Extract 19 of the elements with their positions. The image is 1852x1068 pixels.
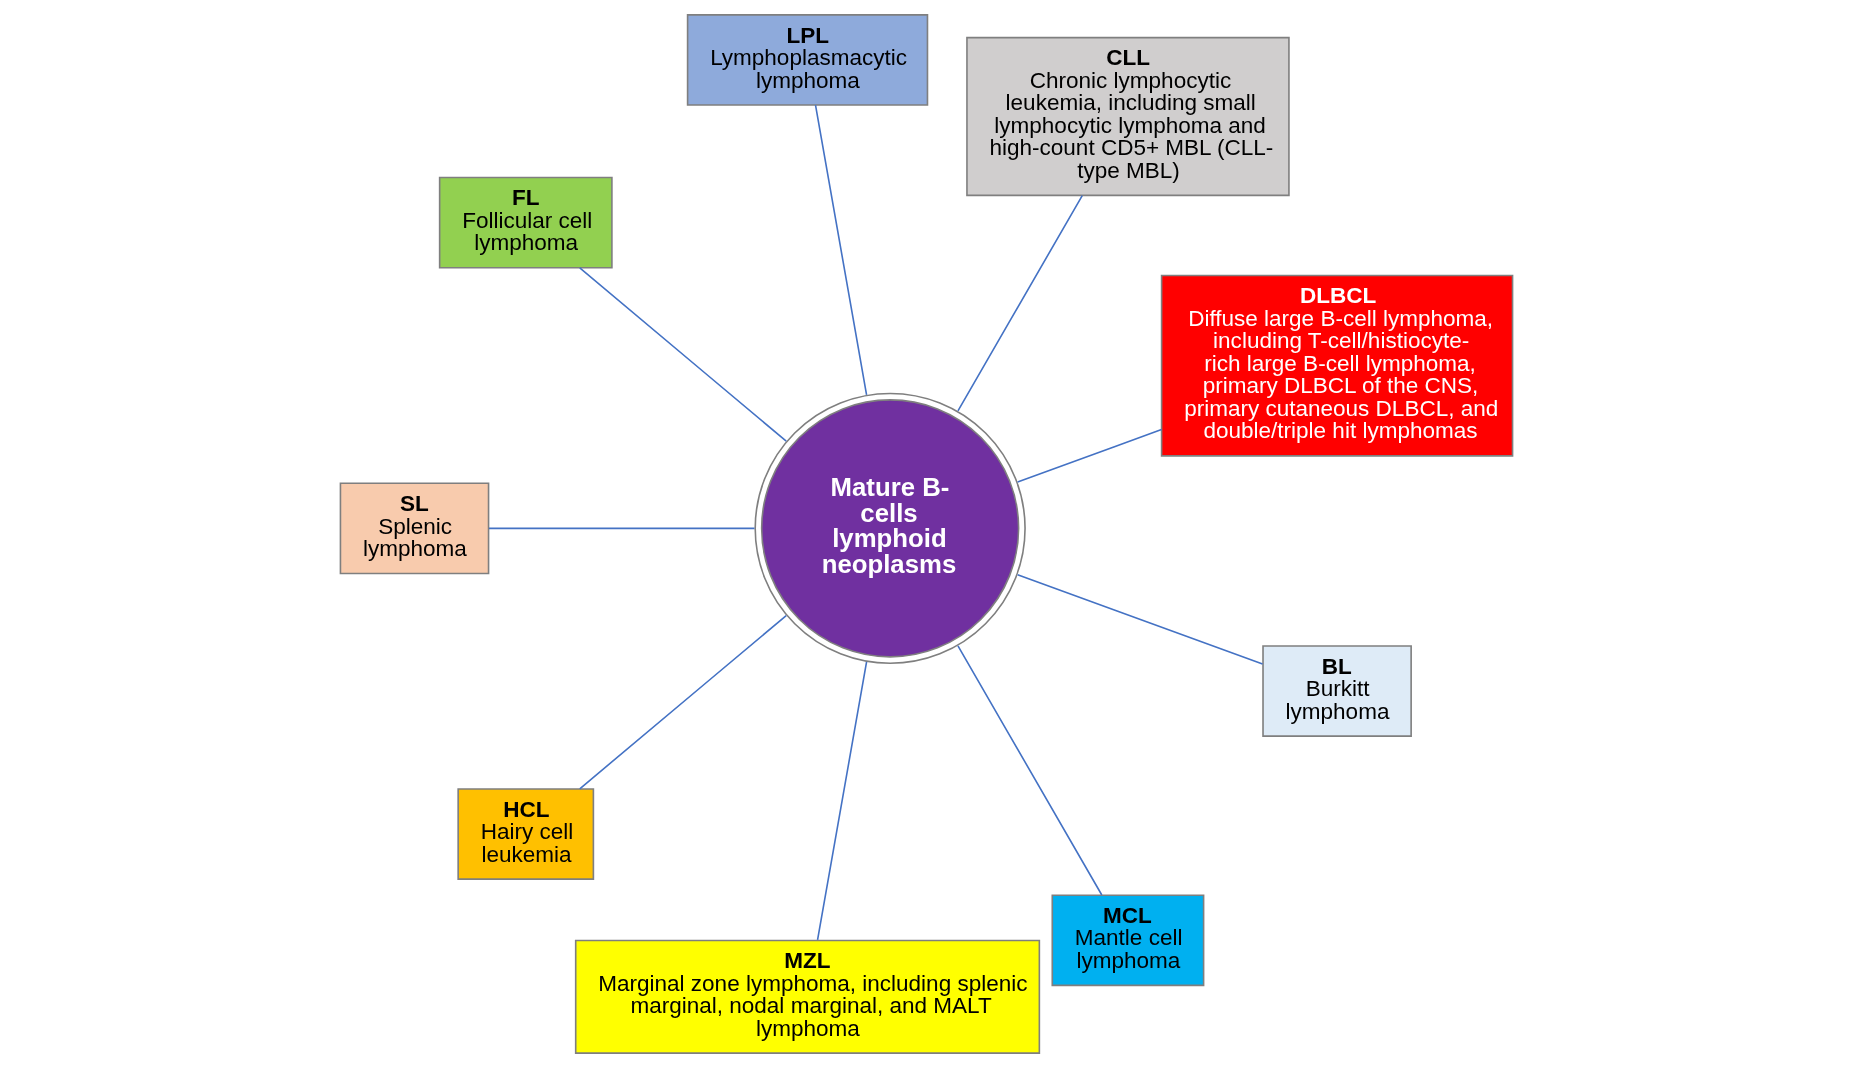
node-box: MZL Marginal zone lymphoma, including splenic marginal, nodal marginal, and MALT lymphoma: [574, 939, 1040, 1054]
connector: [956, 194, 1083, 412]
connector: [814, 104, 867, 396]
node-box: HCL Hairy cell leukemia: [456, 788, 594, 880]
connector: [816, 661, 867, 941]
connector: [578, 614, 787, 790]
node-box: FL Follicular cell lymphoma: [438, 176, 613, 269]
node-box: LPL Lymphoplasmacytic lymphoma: [686, 14, 928, 106]
connector: [487, 527, 755, 530]
connector: [956, 645, 1103, 896]
node-box: MCL Mantle cell lymphoma: [1050, 894, 1204, 987]
node-box: CLL Chronic lymphocytic leukemia, including small lymphocytic lymphoma and high-count CD5+ MBL (CLL-type MBL): [965, 36, 1290, 197]
node-box: BL Burkitt lymphoma: [1261, 645, 1412, 737]
connector: [1016, 428, 1162, 483]
connector: [578, 267, 787, 442]
connector: [1016, 573, 1263, 665]
node-box: DLBCL Diffuse large B-cell lymphoma, including T-cell/histiocyte-rich large B-cell lymphoma, primary DLBCL of the CNS, primary cutaneous DLBCL, and double/triple hit lymphomas: [1160, 274, 1513, 457]
node-circle: Mature B- cells lymphoid neoplasms: [753, 392, 1026, 665]
node-box: SL Splenic lymphoma: [339, 482, 489, 575]
